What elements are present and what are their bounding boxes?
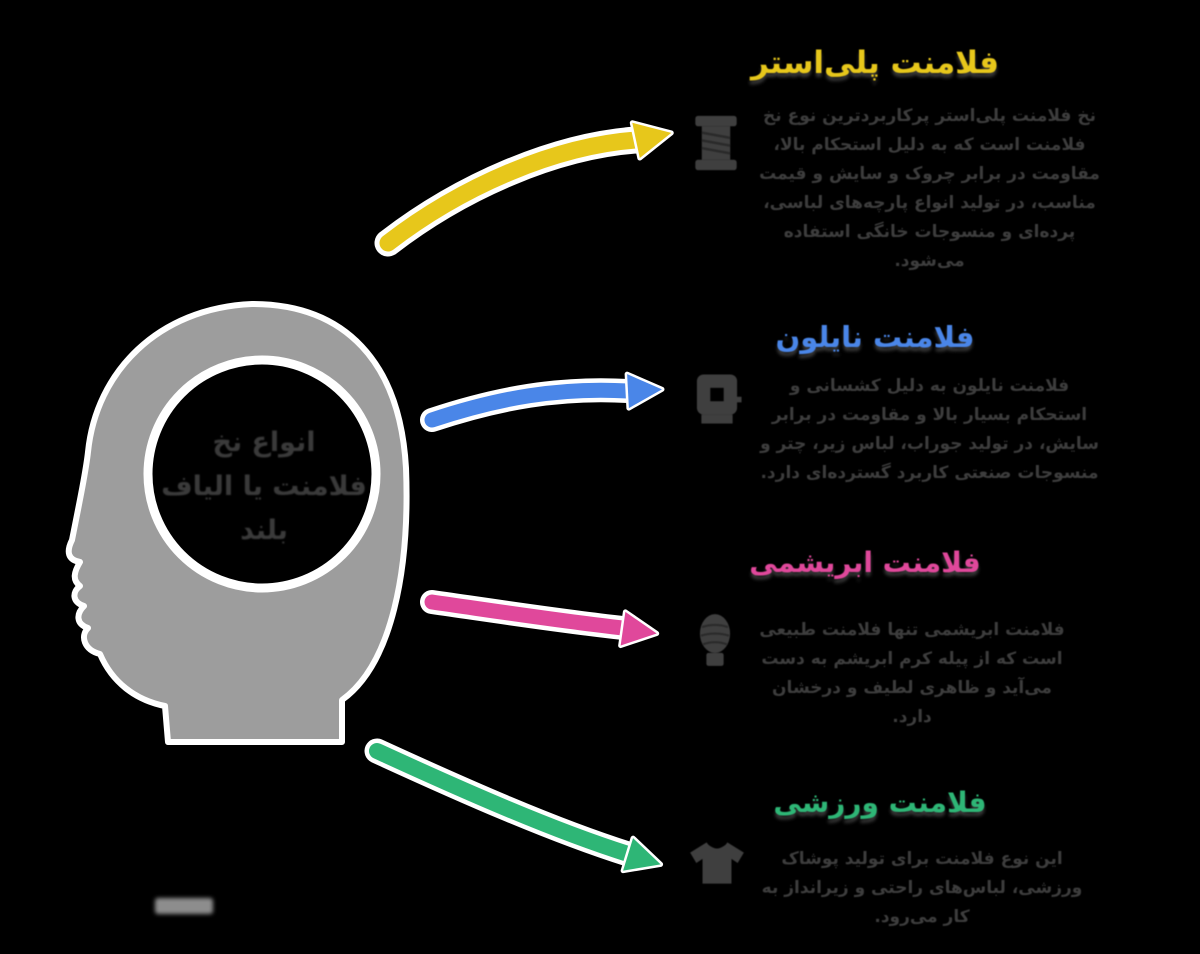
yarn-roll-icon [690,370,744,428]
section-title-polyester: فلامنت پلی‌استر [751,45,999,81]
central-topic-line: بلند [240,514,288,546]
section-title-silk: فلامنت ابریشمی [749,546,981,579]
section-title-nylon: فلامنت نایلون [775,320,975,354]
head-silhouette-icon [65,301,410,745]
section-body-polyester: نخ فلامنت پلی‌استر پرکاربردترین نوع نخ ف… [759,106,1100,271]
central-topic-line: فلامنت یا الیاف [161,471,367,503]
arrow-polyester [374,120,674,257]
arrow-nylon [420,371,665,432]
section-body-silk: فلامنت ابریشمی تنها فلامنت طبیعی است که … [759,620,1065,727]
arrow-silk [420,590,660,649]
central-topic: انواع نخ فلامنت یا الیاف بلند [150,402,378,572]
thread-spool-icon [685,112,747,174]
watermark-logo [155,898,213,914]
section-body-nylon: فلامنت نایلون به دلیل کشسانی و استحکام ب… [760,376,1099,483]
section-body-sport: این نوع فلامنت برای تولید پوشاک ورزشی، ل… [761,849,1083,927]
arrow-sport [364,738,664,874]
tshirt-icon [686,838,748,888]
section-title-sport: فلامنت ورزشی [773,786,987,819]
central-topic-line: انواع نخ [212,427,316,459]
silk-cocoon-icon [693,612,737,668]
brain-circle [143,355,381,593]
